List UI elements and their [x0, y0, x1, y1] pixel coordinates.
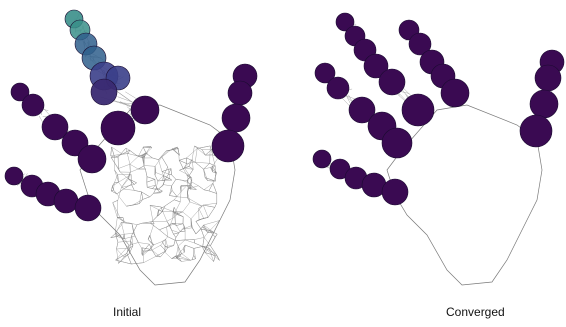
joint-sphere — [5, 167, 23, 185]
joint-sphere — [22, 94, 44, 116]
joint-sphere — [402, 94, 434, 126]
joint-sphere — [327, 77, 349, 99]
joint-sphere — [228, 81, 252, 105]
joint-sphere — [78, 145, 106, 173]
joint-sphere — [75, 195, 101, 221]
joint-sphere — [54, 189, 78, 213]
joint-sphere — [313, 150, 331, 168]
joint-sphere — [530, 90, 558, 118]
joint-sphere — [222, 104, 250, 132]
palm-outline — [387, 105, 542, 285]
joint-sphere — [535, 65, 561, 91]
converged-caption: Converged — [446, 305, 505, 319]
joint-sphere — [212, 130, 244, 162]
joint-sphere — [91, 79, 117, 105]
joint-sphere — [382, 179, 408, 205]
initial-caption: Initial — [113, 305, 141, 319]
joint-sphere — [101, 111, 135, 145]
joint-sphere — [382, 128, 412, 158]
joint-sphere — [379, 69, 405, 95]
joint-sphere — [131, 96, 159, 124]
initial-panel — [5, 10, 257, 285]
joint-sphere — [441, 79, 469, 107]
joint-sphere — [520, 115, 552, 147]
